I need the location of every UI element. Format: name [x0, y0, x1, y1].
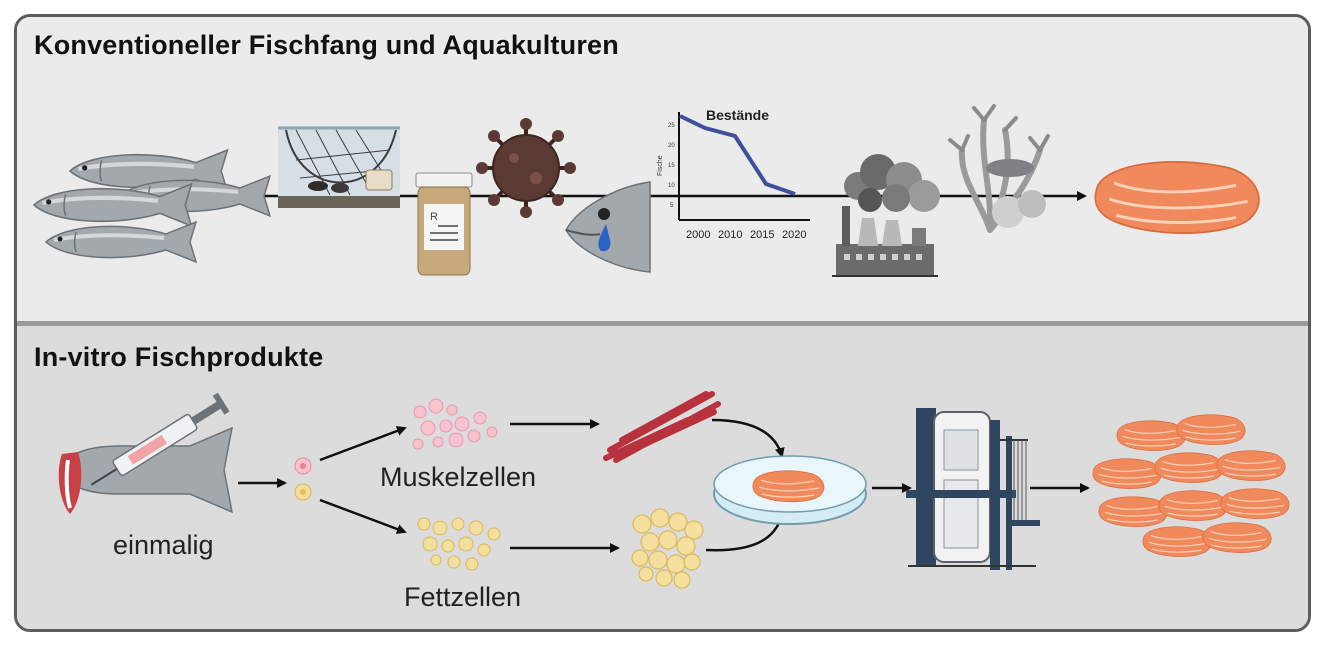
fat-cluster-icon — [631, 508, 704, 589]
fish-school-icon — [34, 150, 272, 264]
muscle-fibers-icon — [603, 391, 721, 463]
fat-cells-icon — [417, 517, 501, 571]
x-tick: 2015 — [750, 229, 774, 241]
fish-biopsy-syringe-icon — [58, 392, 234, 514]
panel-divider — [17, 321, 1308, 326]
arrow — [319, 426, 407, 462]
muscle-cells-icon — [412, 398, 498, 450]
y-tick: 25 — [668, 123, 675, 129]
mini-chart-title: Bestände — [706, 107, 769, 123]
petri-dish-icon — [713, 455, 867, 525]
fat-cells-label: Fettzellen — [404, 582, 522, 612]
y-tick: 10 — [668, 183, 675, 189]
y-tick: 5 — [670, 203, 674, 209]
crying-fish-icon — [565, 181, 651, 273]
svg-text:R: R — [430, 211, 438, 223]
line-chart-icon: Bestände Fische 25 20 15 10 5 2000 2010 … — [657, 107, 810, 241]
muscle-cells-label: Muskelzellen — [380, 462, 537, 492]
x-tick: 2020 — [782, 229, 806, 241]
mini-chart-ylabel: Fische — [657, 155, 664, 176]
salmon-fillets-pile-icon — [1092, 414, 1290, 558]
figure-frame — [14, 14, 1311, 632]
y-tick: 20 — [668, 143, 675, 149]
arrow — [319, 498, 407, 534]
y-tick: 15 — [668, 163, 675, 169]
stock-line — [679, 114, 796, 196]
salmon-fillet-icon — [1093, 160, 1261, 235]
dead-coral-icon — [948, 104, 1050, 233]
arrow — [711, 418, 785, 458]
invitro-title: In-vitro Fischprodukte — [34, 342, 324, 372]
factory-pollution-icon — [832, 154, 940, 277]
virus-icon — [476, 118, 576, 218]
x-tick: 2000 — [686, 229, 710, 241]
x-tick: 2010 — [718, 229, 742, 241]
bioreactor-icon — [906, 408, 1040, 570]
conventional-title: Konventioneller Fischfang und Aquakultur… — [34, 30, 619, 60]
once-label: einmalig — [113, 530, 214, 560]
stem-cells-icon — [294, 457, 312, 501]
conventional-panel — [17, 17, 1308, 323]
fishing-net-icon — [278, 126, 400, 208]
pill-bottle-icon: R — [415, 172, 473, 276]
